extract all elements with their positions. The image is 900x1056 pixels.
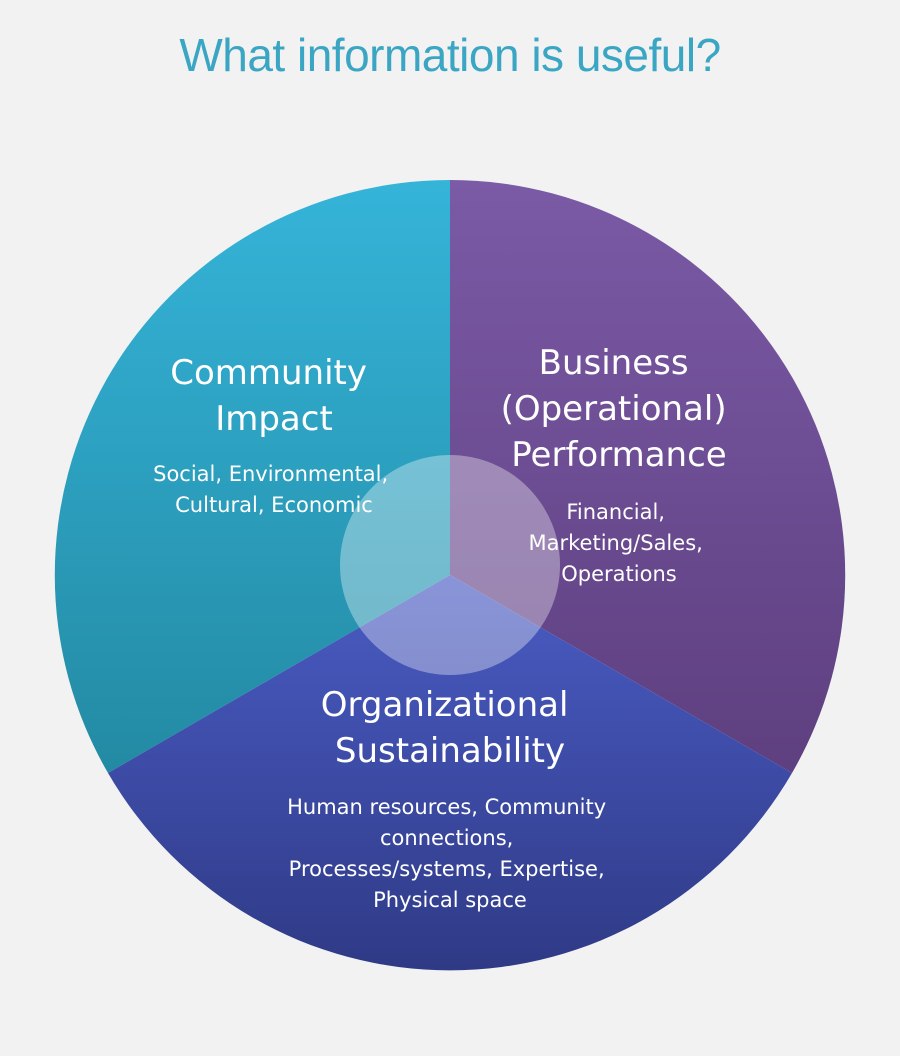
diagram-title: What information is useful? <box>179 29 721 81</box>
business-details: Financial, Marketing/Sales, Operations <box>529 500 710 586</box>
community-details: Social, Environmental, Cultural, Economi… <box>153 462 395 517</box>
business-heading: Business (Operational) Performance <box>501 343 738 475</box>
community-heading: Community Impact <box>170 353 378 439</box>
organizational-sustainability-segment <box>108 575 792 971</box>
center-overlap-circle <box>340 455 560 675</box>
community-impact-segment <box>54 179 451 773</box>
business-performance-segment <box>450 179 846 773</box>
organizational-details: Human resources, Community connections, … <box>287 795 613 912</box>
organizational-heading: Organizational Sustainability <box>321 685 579 771</box>
